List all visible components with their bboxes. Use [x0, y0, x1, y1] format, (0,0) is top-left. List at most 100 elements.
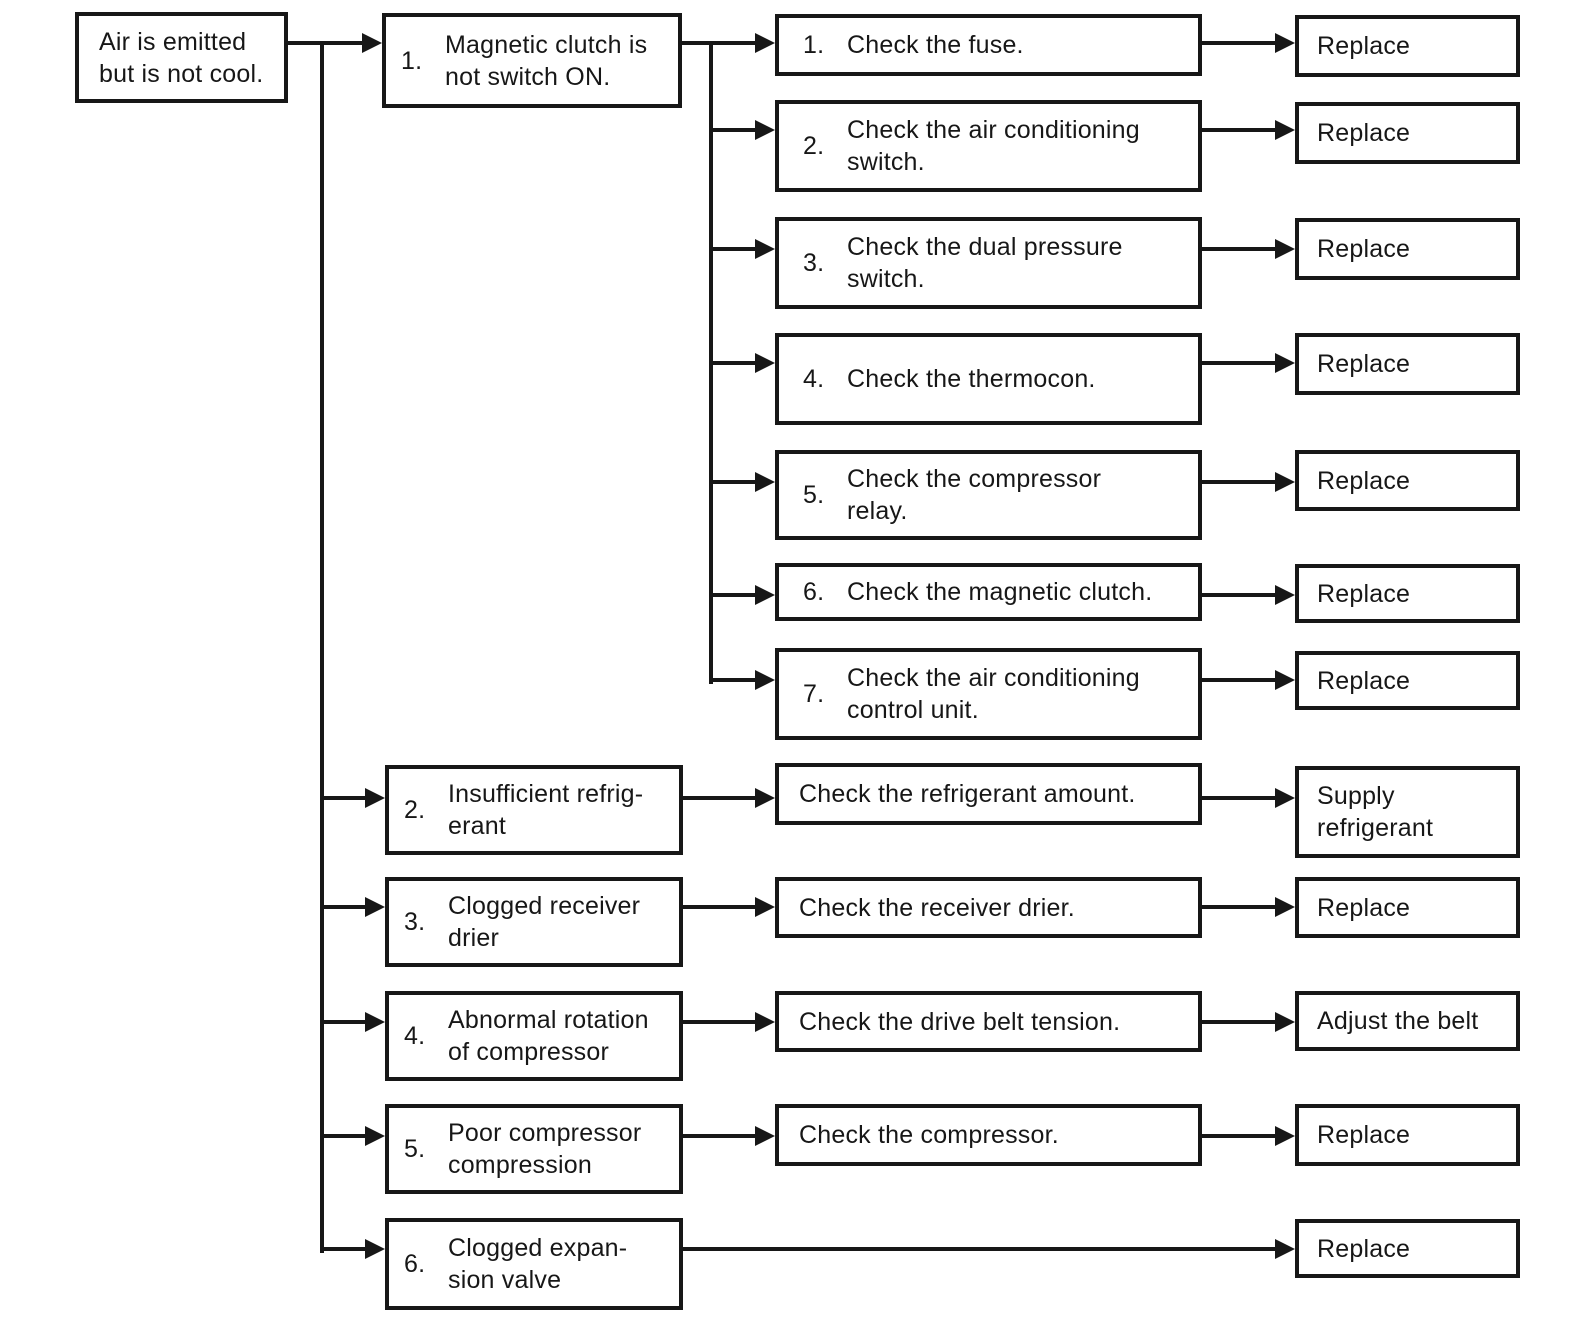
action-box-2: Replace	[1295, 102, 1520, 164]
check-box-refrigerant: Check the refrigerant amount.	[775, 763, 1202, 825]
action-box-11: Replace	[1295, 1219, 1520, 1278]
arrow-cause5-to-check	[683, 1126, 775, 1146]
branch-arrow-check5	[709, 472, 775, 492]
branch-arrow-cause6	[320, 1239, 385, 1259]
check-label: Check the air conditioning switch.	[847, 116, 1140, 176]
check-number: 2.	[803, 132, 825, 160]
cause-number: 4.	[404, 1022, 426, 1050]
cause-box-5: 5. Poor compressor compression	[385, 1104, 683, 1194]
branch-arrow-check4	[709, 353, 775, 373]
problem-label: Air is emitted but is not cool.	[99, 27, 264, 88]
check-number: 5.	[803, 481, 825, 509]
check-label: Check the magnetic clutch.	[847, 578, 1153, 606]
check-label: Check the compressor relay.	[847, 465, 1102, 525]
action-box-8: Replace	[1295, 877, 1520, 938]
cause-box-3: 3. Clogged receiver drier	[385, 877, 683, 967]
action-label: Replace	[1317, 466, 1411, 495]
check-number: 3.	[803, 249, 825, 277]
action-box-adjust-belt: Adjust the belt	[1295, 991, 1520, 1051]
action-label: Replace	[1317, 579, 1411, 608]
action-label: Replace	[1317, 1121, 1411, 1149]
branch-arrow-check6	[709, 585, 775, 605]
check-label: Check the air conditioning control unit.	[847, 664, 1140, 724]
cause-label: Poor compressor compression	[448, 1119, 642, 1179]
check-box-4: 4. Check the thermocon.	[775, 333, 1202, 425]
cause-number: 2.	[404, 796, 426, 824]
check-number: 1.	[803, 31, 825, 59]
arrow-cause1-to-check1	[682, 33, 775, 53]
arrow-check-to-action-compressor	[1202, 1126, 1295, 1146]
arrow-problem-to-cause1	[287, 33, 382, 53]
check-label: Check the receiver drier.	[799, 893, 1075, 922]
check-number: 6.	[803, 578, 825, 606]
action-label: Replace	[1317, 1234, 1411, 1263]
action-box-4: Replace	[1295, 333, 1520, 395]
check-label: Check the fuse.	[847, 31, 1024, 59]
branch-arrow-cause5	[320, 1126, 385, 1146]
branch-arrow-check2	[709, 120, 775, 140]
cause-number: 5.	[404, 1135, 426, 1163]
cause-label: Clogged receiver drier	[448, 892, 641, 952]
cause-box-1: 1. Magnetic clutch is not switch ON.	[382, 13, 682, 108]
branch-arrow-cause2	[320, 788, 385, 808]
check-number: 7.	[803, 680, 825, 708]
branch-arrow-check7	[709, 670, 775, 690]
check-box-5: 5. Check the compressor relay.	[775, 450, 1202, 540]
check-box-2: 2. Check the air conditioning switch.	[775, 100, 1202, 192]
arrow-check6-to-action6	[1202, 585, 1295, 605]
branch-arrow-check3	[709, 239, 775, 259]
cause-number: 1.	[401, 46, 423, 75]
check-label: Check the thermocon.	[847, 365, 1096, 393]
branch-arrow-cause4	[320, 1012, 385, 1032]
check-label: Check the dual pressure switch.	[847, 233, 1123, 293]
action-box-5: Replace	[1295, 450, 1520, 511]
arrow-cause2-to-check	[683, 788, 775, 808]
arrow-check1-to-action1	[1202, 33, 1295, 53]
cause-number: 3.	[404, 908, 426, 936]
arrow-check3-to-action3	[1202, 239, 1295, 259]
check-number: 4.	[803, 365, 825, 393]
check-box-receiver-drier: Check the receiver drier.	[775, 877, 1202, 938]
action-box-3: Replace	[1295, 218, 1520, 280]
check-box-1: 1. Check the fuse.	[775, 14, 1202, 76]
arrow-check5-to-action5	[1202, 472, 1295, 492]
action-label: Replace	[1317, 32, 1411, 60]
cause-box-6: 6. Clogged expan- sion valve	[385, 1218, 683, 1310]
check-label: Check the drive belt tension.	[799, 1007, 1121, 1036]
action-box-1: Replace	[1295, 15, 1520, 77]
cause-label: Clogged expan- sion valve	[448, 1234, 628, 1294]
action-box-10: Replace	[1295, 1104, 1520, 1166]
arrow-check-to-action-drier	[1202, 897, 1295, 917]
check-box-belt-tension: Check the drive belt tension.	[775, 991, 1202, 1052]
check-box-3: 3. Check the dual pressure switch.	[775, 217, 1202, 309]
action-box-6: Replace	[1295, 564, 1520, 623]
cause-label: Magnetic clutch is not switch ON.	[445, 30, 648, 91]
arrow-check4-to-action4	[1202, 353, 1295, 373]
action-label: Replace	[1317, 893, 1411, 922]
check-box-7: 7. Check the air conditioning control un…	[775, 648, 1202, 740]
cause-number: 6.	[404, 1250, 426, 1278]
arrow-cause6-to-action	[683, 1239, 1295, 1259]
action-label: Adjust the belt	[1317, 1007, 1479, 1035]
action-box-supply: Supply refrigerant	[1295, 766, 1520, 858]
check-box-compressor: Check the compressor.	[775, 1104, 1202, 1166]
action-label: Replace	[1317, 666, 1411, 695]
arrow-cause3-to-check	[683, 897, 775, 917]
arrow-check7-to-action7	[1202, 670, 1295, 690]
branch-arrow-cause3	[320, 897, 385, 917]
arrow-cause4-to-check	[683, 1012, 775, 1032]
cause-box-4: 4. Abnormal rotation of compressor	[385, 991, 683, 1081]
check-box-6: 6. Check the magnetic clutch.	[775, 563, 1202, 621]
action-label: Replace	[1317, 350, 1411, 378]
check-label: Check the refrigerant amount.	[799, 780, 1136, 808]
cause-label: Insufficient refrig- erant	[448, 780, 644, 840]
action-label: Replace	[1317, 119, 1411, 147]
cause-box-2: 2. Insufficient refrig- erant	[385, 765, 683, 855]
problem-box: Air is emitted but is not cool.	[75, 12, 288, 103]
action-label: Supply refrigerant	[1317, 782, 1434, 842]
main-trunk-line	[320, 41, 324, 1253]
arrow-check2-to-action2	[1202, 120, 1295, 140]
arrow-check-to-action-belt	[1202, 1012, 1295, 1032]
check-label: Check the compressor.	[799, 1121, 1059, 1149]
